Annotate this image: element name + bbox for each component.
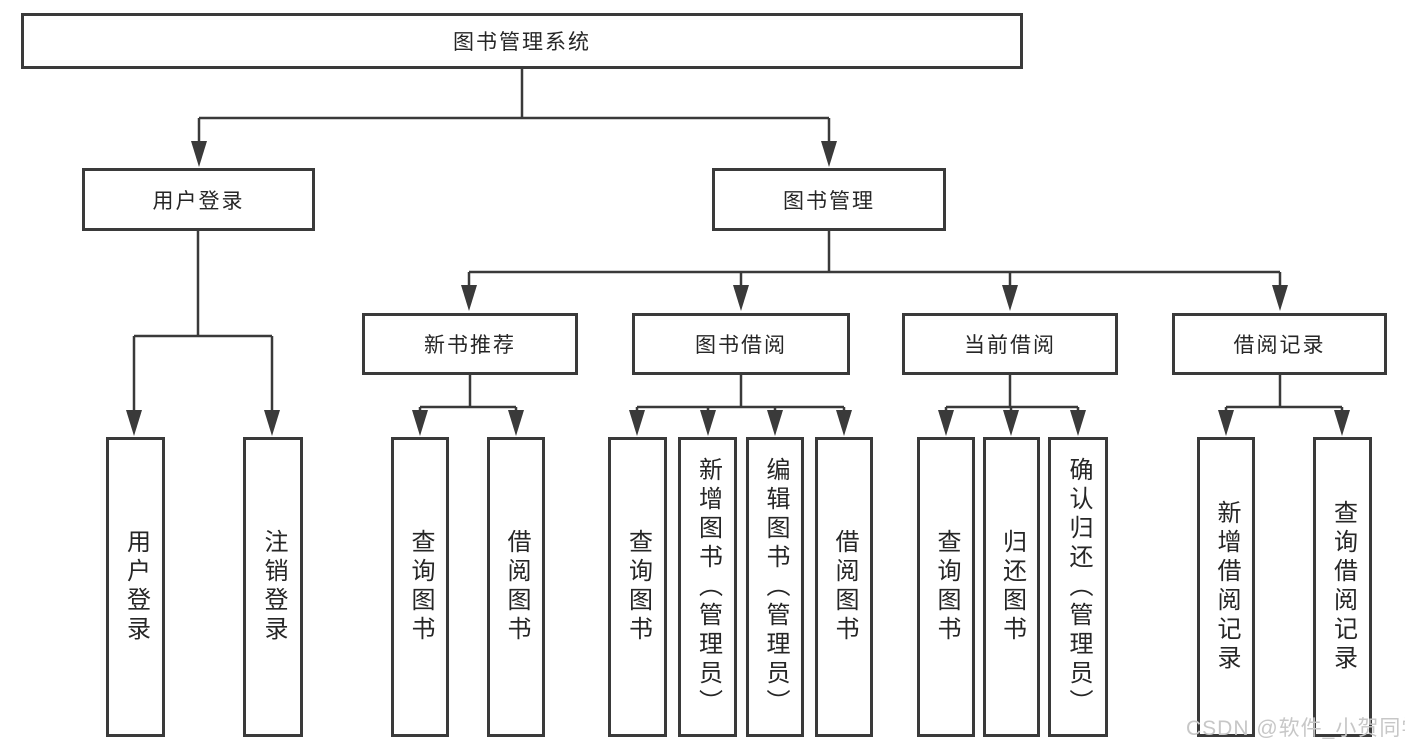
node-current-borrow-label: 当前借阅 (964, 334, 1056, 357)
arrowhead (1003, 410, 1019, 436)
node-leaf-borrow-book: 借阅图书 (815, 437, 873, 737)
node-new-book-recommend: 新书推荐 (362, 313, 578, 375)
arrowhead (1002, 285, 1018, 311)
connector-root-fanout (197, 67, 831, 145)
arrowhead (836, 410, 852, 436)
node-leaf-return-book: 归还图书 (983, 437, 1040, 737)
node-leaf-query-borrow-record-label: 查询借阅记录 (1329, 500, 1357, 674)
node-book-management-label: 图书管理 (783, 189, 875, 213)
arrowhead (767, 410, 783, 436)
node-leaf-borrow-book-label: 借阅图书 (831, 529, 858, 645)
node-book-management: 图书管理 (712, 168, 946, 231)
connector-current-fanout (944, 375, 1080, 416)
arrowhead (412, 410, 428, 436)
node-leaf-edit-book-admin: 编辑图书（管理员） (746, 437, 804, 737)
node-leaf-borrow-book-rec-label: 借阅图书 (503, 529, 530, 645)
node-user-login-label: 用户登录 (152, 189, 245, 213)
arrowhead (126, 410, 142, 436)
node-leaf-query-book-borrow-label: 查询图书 (624, 529, 652, 645)
node-leaf-borrow-book-rec: 借阅图书 (487, 437, 545, 737)
arrowhead (1218, 410, 1234, 436)
node-leaf-query-book-current: 查询图书 (917, 437, 975, 737)
node-leaf-query-book-rec-label: 查询图书 (407, 529, 434, 645)
node-leaf-edit-book-admin-label: 编辑图书（管理员） (762, 456, 789, 718)
node-leaf-logout: 注销登录 (243, 437, 303, 737)
node-root-label: 图书管理系统 (453, 31, 591, 54)
node-leaf-logout-label: 注销登录 (260, 529, 287, 645)
arrowhead (700, 410, 716, 436)
connector-lines (132, 67, 1344, 416)
node-leaf-query-book-current-label: 查询图书 (933, 529, 960, 645)
node-book-borrow-label: 图书借阅 (695, 334, 787, 357)
node-leaf-confirm-return-admin-label: 确认归还（管理员） (1065, 456, 1092, 718)
node-leaf-return-book-label: 归还图书 (998, 529, 1026, 645)
node-leaf-query-book-borrow: 查询图书 (608, 437, 667, 737)
node-leaf-query-book-rec: 查询图书 (391, 437, 449, 737)
connector-book-mgmt-fanout (467, 231, 1282, 290)
arrowhead (821, 141, 837, 167)
node-root: 图书管理系统 (21, 13, 1023, 69)
arrowhead (1272, 285, 1288, 311)
node-leaf-add-book-admin-label: 新增图书（管理员） (694, 456, 722, 718)
connector-user-login-fanout (132, 231, 274, 416)
node-leaf-add-borrow-record: 新增借阅记录 (1197, 437, 1255, 737)
arrowhead (733, 285, 749, 311)
node-borrow-records: 借阅记录 (1172, 313, 1387, 375)
arrowhead (508, 410, 524, 436)
node-leaf-add-book-admin: 新增图书（管理员） (678, 437, 737, 737)
arrowhead (938, 410, 954, 436)
node-leaf-query-borrow-record: 查询借阅记录 (1313, 437, 1372, 737)
arrowheads (126, 141, 1350, 436)
watermark: CSDN @软件_小贺同学 (1186, 717, 1405, 740)
node-user-login: 用户登录 (82, 168, 315, 231)
arrowhead (1070, 410, 1086, 436)
connector-records-fanout (1224, 375, 1344, 416)
node-current-borrow: 当前借阅 (902, 313, 1118, 375)
arrowhead (191, 141, 207, 167)
node-leaf-confirm-return-admin: 确认归还（管理员） (1048, 437, 1108, 737)
node-leaf-add-borrow-record-label: 新增借阅记录 (1213, 500, 1240, 674)
connector-rec-fanout (418, 375, 518, 416)
arrowhead (629, 410, 645, 436)
node-borrow-records-label: 借阅记录 (1233, 334, 1326, 357)
node-new-book-recommend-label: 新书推荐 (424, 334, 516, 357)
node-leaf-user-login: 用户登录 (106, 437, 165, 737)
node-leaf-user-login-label: 用户登录 (122, 529, 150, 645)
connector-borrow-fanout (635, 375, 846, 416)
node-book-borrow: 图书借阅 (632, 313, 850, 375)
arrowhead (1334, 410, 1350, 436)
arrowhead (264, 410, 280, 436)
arrowhead (461, 285, 477, 311)
